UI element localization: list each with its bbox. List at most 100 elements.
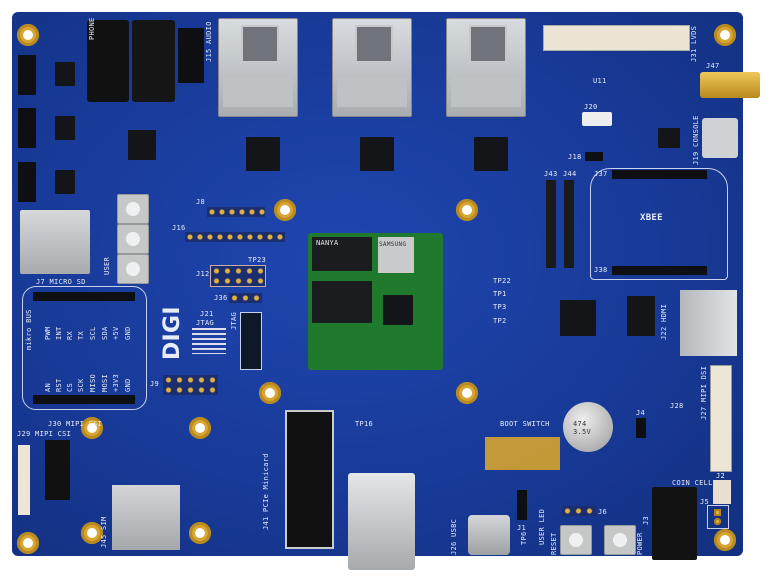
label: TP22 [493, 277, 512, 285]
header-j36[interactable] [229, 293, 262, 303]
pin-label: CS [66, 382, 74, 392]
xbee-socket[interactable] [590, 168, 728, 280]
xbee-label: XBEE [640, 213, 663, 223]
mounting-hole [17, 532, 39, 554]
som-ram-label: NANYA [316, 239, 339, 247]
header [18, 55, 36, 95]
header-j1[interactable] [517, 490, 527, 520]
label: mikro BUS [25, 309, 33, 350]
mikrobus-header-bottom [33, 395, 135, 404]
pin-label: AN [44, 382, 52, 392]
ethernet-jack-3[interactable] [446, 18, 526, 117]
header-j6[interactable] [562, 506, 596, 516]
pin-label: +5V [112, 326, 120, 340]
label: TP1 [493, 290, 507, 298]
label: J7 MICRO SD [36, 278, 86, 286]
label: J8 [196, 198, 206, 206]
mounting-hole [189, 417, 211, 439]
label: J1 [517, 524, 527, 532]
header-j43 [546, 180, 556, 268]
header-j16[interactable] [185, 232, 285, 242]
label: USER [103, 256, 111, 275]
boot-switch[interactable] [485, 437, 560, 470]
label: J26 USBC [450, 518, 458, 555]
micro-sd-slot[interactable] [20, 210, 90, 274]
label: USER LED [538, 508, 546, 545]
button[interactable] [117, 194, 149, 224]
mounting-hole [274, 199, 296, 221]
label: J12 [196, 270, 210, 278]
label: J22 HDMI [660, 303, 668, 340]
chip [658, 128, 680, 148]
audio-jack[interactable] [132, 20, 175, 102]
label: J27 MIPI DSI [700, 365, 708, 420]
coin-cell-connector[interactable] [713, 480, 731, 504]
usb-a-connector[interactable] [348, 473, 415, 570]
reset-button[interactable] [560, 525, 592, 555]
usb-c-connector[interactable] [468, 515, 510, 555]
chip [560, 300, 596, 336]
audio-jack[interactable] [87, 20, 129, 102]
pin-label: SDA [101, 326, 109, 340]
pin-label: TX [77, 330, 85, 340]
header-j4[interactable] [636, 418, 646, 438]
mounting-hole [714, 529, 736, 551]
power-button[interactable] [604, 525, 636, 555]
mipi-csi-connector-j30[interactable] [45, 440, 70, 500]
label: J44 [563, 170, 577, 178]
label: JTAG [230, 311, 238, 330]
header-j9[interactable] [163, 375, 218, 395]
header-j5[interactable] [707, 505, 729, 529]
sma-antenna-connector[interactable] [700, 72, 760, 98]
chip [128, 130, 156, 160]
mipi-dsi-connector[interactable] [710, 365, 732, 472]
jtag-pads [192, 328, 226, 354]
mounting-hole [456, 382, 478, 404]
mikrobus-header-top [33, 292, 135, 301]
label: J3 [642, 515, 650, 525]
mounting-hole [259, 382, 281, 404]
mounting-hole [189, 522, 211, 544]
mipi-csi-connector-j29[interactable] [18, 445, 30, 515]
connector[interactable] [582, 112, 612, 126]
label: JTAG [196, 319, 215, 327]
header [612, 170, 707, 179]
mounting-hole [17, 24, 39, 46]
label: J45 SIM [100, 516, 108, 548]
header-j12[interactable] [210, 265, 266, 287]
label: J9 [150, 380, 160, 388]
label: TP6 [520, 531, 528, 545]
ethernet-phy [246, 137, 280, 171]
pcie-minicard-slot[interactable] [285, 410, 334, 549]
label: J31 LVDS [690, 25, 698, 62]
pin-label: +3V3 [112, 373, 120, 392]
label: TP16 [355, 420, 374, 428]
label: J41 PCIe Minicard [262, 453, 270, 530]
label: TP2 [493, 317, 507, 325]
pin-label: RX [66, 330, 74, 340]
dc-power-jack[interactable] [652, 487, 697, 560]
label: J2 [716, 472, 726, 480]
sim-slot[interactable] [112, 485, 180, 550]
ethernet-jack-1[interactable] [218, 18, 298, 117]
label: J36 [214, 294, 228, 302]
label: PHONE [88, 17, 96, 40]
label: BOOT SWITCH [500, 420, 550, 428]
ethernet-jack-2[interactable] [332, 18, 412, 117]
chip [55, 62, 75, 86]
button[interactable] [117, 224, 149, 254]
user-button[interactable] [117, 254, 149, 284]
console-usb-connector[interactable] [702, 118, 738, 158]
pin-label: RST [55, 378, 63, 392]
lvds-connector[interactable] [543, 25, 690, 51]
header-j8[interactable] [207, 207, 265, 217]
mounting-hole [714, 24, 736, 46]
hdmi-connector[interactable] [680, 290, 737, 356]
pin-label: SCL [89, 326, 97, 340]
supercapacitor [563, 402, 613, 452]
pin-label: INT [55, 326, 63, 340]
label: J5 [700, 498, 710, 506]
som-chip-label: SAMSUNG [379, 241, 407, 248]
header-j44 [564, 180, 574, 268]
jtag-connector[interactable] [240, 312, 262, 370]
